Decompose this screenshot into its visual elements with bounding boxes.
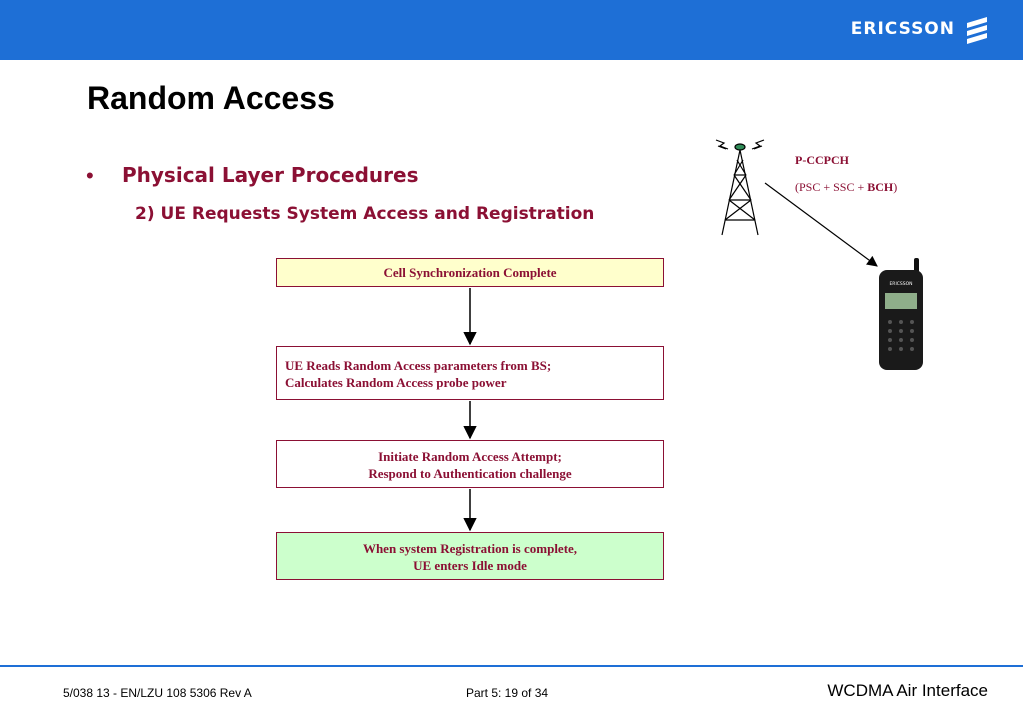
flow-step-2-line-1: UE Reads Random Access parameters from B… — [285, 358, 552, 373]
channel-label: P-CCPCH — [795, 153, 849, 167]
channel-detail: (PSC + SSC + BCH) — [795, 180, 897, 195]
flow-step-4: When system Registration is complete, UE… — [276, 532, 664, 580]
channel-detail-bch: BCH — [867, 180, 894, 194]
flow-step-4-line-2: UE enters Idle mode — [413, 558, 527, 573]
brand-logo-text: ERICSSON — [850, 19, 955, 39]
phone-brand-text: ERICSSON — [889, 281, 912, 287]
flow-step-3: Initiate Random Access Attempt; Respond … — [276, 440, 664, 488]
flow-step-3-line-1: Initiate Random Access Attempt; — [378, 449, 562, 464]
flow-step-4-line-1: When system Registration is complete, — [362, 541, 578, 556]
base-station-tower-icon — [715, 139, 765, 236]
header-bar — [0, 0, 1023, 60]
channel-detail-prefix: (PSC + SSC + — [795, 180, 868, 194]
bullet-text: Physical Layer Procedures — [122, 163, 419, 187]
footer-doc-id: 5/038 13 - EN/LZU 108 5306 Rev A — [63, 686, 252, 700]
slide-title: Random Access — [87, 80, 335, 116]
flow-step-1-line-1: Cell Synchronization Complete — [383, 265, 557, 280]
footer-course-title: WCDMA Air Interface — [827, 681, 988, 700]
signal-arrow — [764, 182, 878, 267]
footer-page-number: Part 5: 19 of 34 — [466, 686, 549, 700]
channel-detail-suffix: ) — [893, 180, 898, 194]
footer-divider — [0, 665, 1023, 667]
flow-step-2-line-2: Calculates Random Access probe power — [285, 375, 507, 390]
subbullet-text: 2) UE Requests System Access and Registr… — [135, 204, 595, 224]
bullet-dot: • — [86, 163, 94, 188]
mobile-phone-icon: ERICSSON — [879, 258, 923, 370]
flow-step-3-line-2: Respond to Authentication challenge — [368, 466, 572, 481]
flow-step-2: UE Reads Random Access parameters from B… — [276, 346, 664, 400]
flow-step-1: Cell Synchronization Complete — [276, 258, 664, 287]
ericsson-logo-icon — [967, 17, 987, 44]
